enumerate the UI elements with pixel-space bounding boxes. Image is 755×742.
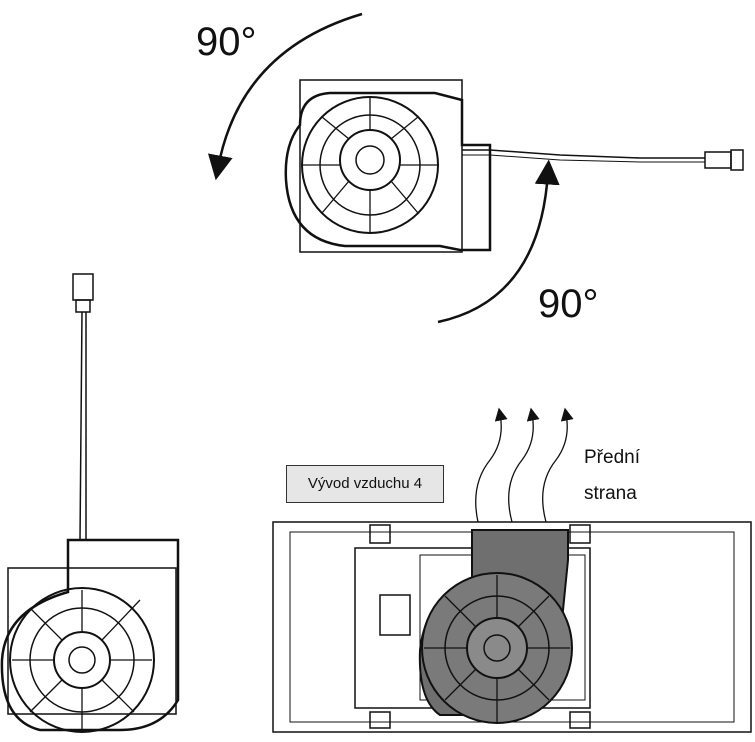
- installed-unit: [272, 521, 752, 733]
- fan-top-hub: [355, 145, 385, 175]
- front-label-line-2: strana: [584, 483, 637, 504]
- fan-left-hub: [68, 646, 96, 674]
- rotation-arrow-top: [208, 12, 363, 181]
- airflow-arrow-1: [475, 407, 508, 523]
- rotation-label-top: 90°: [196, 20, 257, 64]
- rotation-label-right: 90°: [538, 282, 599, 326]
- front-side-label: Přední strana: [584, 440, 640, 512]
- fan-unit-left: [0, 273, 180, 733]
- fan-left-connector: [72, 273, 94, 301]
- fan-top-housing: [284, 91, 492, 252]
- fan-left-spokes: [12, 590, 152, 730]
- fan-top-mounting-plate: [299, 79, 463, 253]
- fan-top-cable: [462, 149, 705, 159]
- fan-top-spokes: [302, 97, 438, 233]
- fan-left-wheel-outer: [9, 587, 155, 733]
- front-label-line-1: Přední: [584, 447, 640, 468]
- unit-spokes: [424, 575, 570, 722]
- fan-left-housing: [0, 538, 180, 732]
- airflow-arrows: [475, 407, 574, 523]
- outlet-label: Vývod vzduchu 4: [286, 465, 444, 503]
- fan-left-motor: [53, 631, 111, 689]
- fan-left-mounting-plate: [7, 567, 177, 715]
- airflow-arrow-2: [508, 407, 540, 523]
- fan-top-connector: [704, 151, 732, 169]
- fan-unit-top: [284, 79, 744, 253]
- airflow-arrow-3: [542, 407, 574, 523]
- unit-motor-box: [379, 594, 411, 636]
- rotation-arrow-right: [437, 159, 560, 324]
